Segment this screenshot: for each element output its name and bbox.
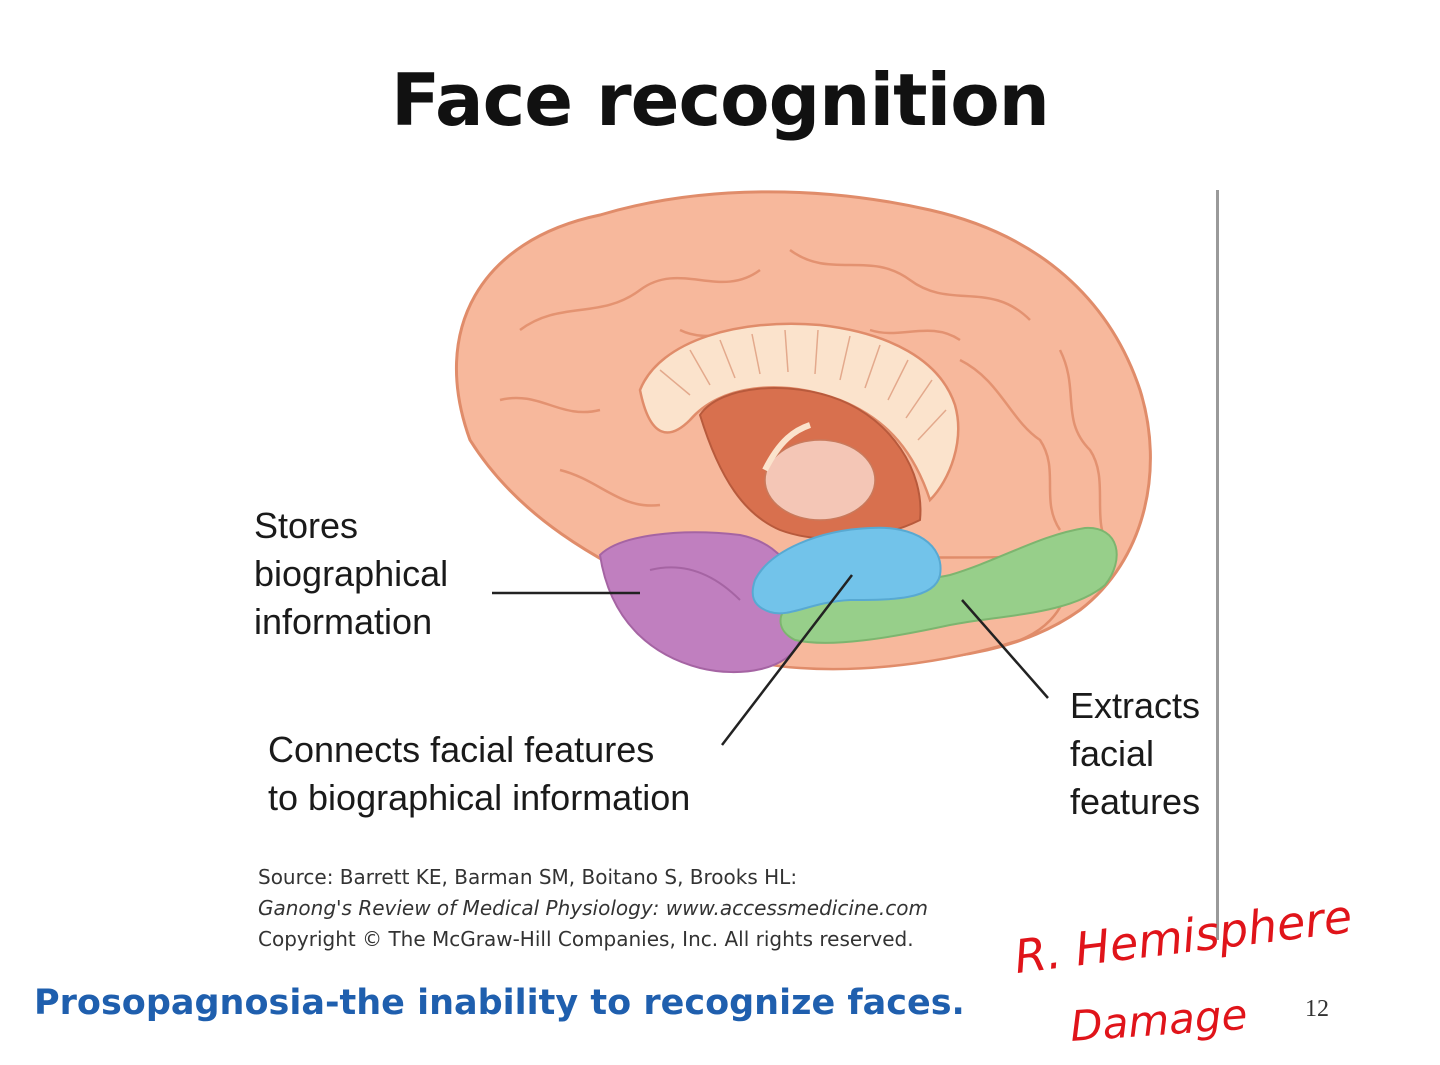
prosopagnosia-caption: Prosopagnosia-the inability to recognize… [34, 983, 965, 1023]
inner-nucleus [764, 439, 876, 521]
callosum-striations [659, 329, 947, 441]
connects-region [751, 526, 942, 615]
vertical-rule [1216, 190, 1219, 940]
label-connects-facial-features: Connects facial features to biographical… [268, 729, 691, 818]
corpus-callosum [638, 322, 960, 503]
label-stores-biographical-information: Stores biographical information [254, 505, 449, 642]
label-extracts-facial-features: Extracts facial features [1070, 685, 1201, 822]
extracts-leader-line [961, 599, 1049, 699]
page-number: 12 [1305, 996, 1329, 1022]
figure-source-credit: Source: Barrett KE, Barman SM, Boitano S… [258, 865, 928, 951]
slide-title: Face recognition [391, 58, 1050, 142]
connects-leader-line [721, 574, 853, 746]
extracts-region [779, 526, 1118, 644]
